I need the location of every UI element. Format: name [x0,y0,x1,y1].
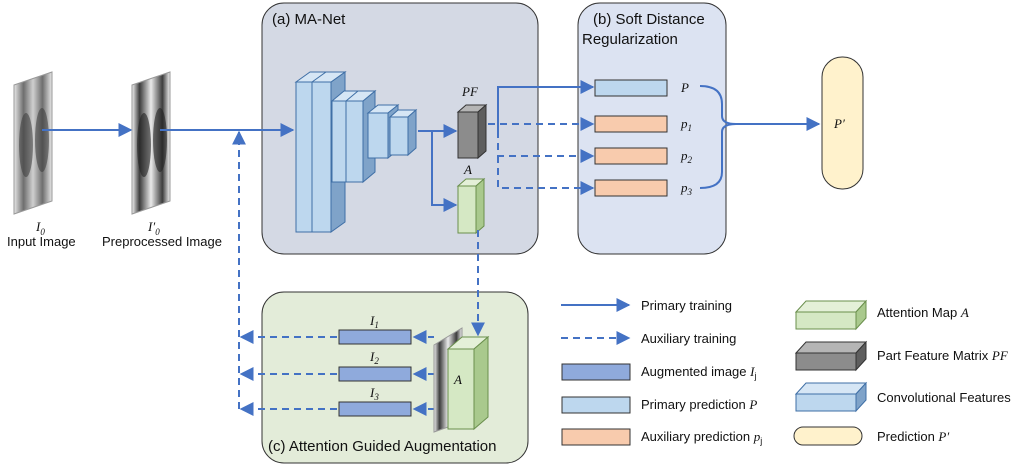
soft-distance-title-2: Regularization [582,31,678,48]
legend-auxiliary-training: Auxiliary training [641,331,736,346]
preprocessed-xray-image [131,71,171,215]
aux-prediction-label-1: p1 [680,116,692,133]
augmented-image-2 [338,366,412,382]
aux-prediction-bar-3 [594,179,668,197]
legend-primary-training: Primary training [641,298,732,313]
legend-primary-pred-swatch [561,396,631,414]
legend-prediction-swatch [793,426,863,446]
legend-part-feature-swatch [794,340,868,372]
aux-prediction-bar-1 [594,115,668,133]
pf-label: PF [461,84,479,99]
augmentation-attention-block [446,335,490,431]
legend-prediction: Prediction P′ [877,429,949,444]
augmented-label-2: I2 [369,349,379,366]
primary-prediction-label: P [680,80,689,95]
legend-aux-pred-swatch [561,428,631,446]
aux-prediction-bar-2 [594,147,668,165]
final-prediction-pill [821,56,864,190]
aux-prediction-label-2: p2 [680,148,693,165]
attention-a-label: A [463,162,472,177]
attention-map-block [456,177,486,235]
legend-auxiliary-prediction: Auxiliary prediction pj [641,429,762,446]
legend-augmented-swatch [561,363,631,381]
soft-distance-title-1: (b) Soft Distance [593,11,705,28]
legend-conv-swatch [794,381,868,413]
part-feature-matrix-block [456,103,488,160]
arrow-pf-to-primary [497,80,595,131]
augmented-image-3 [338,401,412,417]
arrow-conv-to-attention [431,131,458,212]
conv-features-stack [294,71,418,233]
legend-part-feature-matrix: Part Feature Matrix PF [877,348,1009,363]
attention-aug-title: (c) Attention Guided Augmentation [268,438,496,455]
augmentation-attention-label: A [453,372,462,387]
legend-primary-prediction: Primary prediction P [641,397,757,412]
legend-convolutional-features: Convolutional Features [877,390,1011,405]
augmented-label-1: I1 [369,313,379,330]
legend-attention-map: Attention Map A [877,305,969,320]
augmented-image-1 [338,329,412,345]
input-symbol: I0 [35,219,45,237]
input-xray-image [13,71,53,215]
input-caption: Input Image [7,234,76,249]
final-prediction-label: P′ [833,116,845,131]
preprocessed-caption: Preprocessed Image [102,234,222,249]
primary-prediction-bar [594,79,668,97]
legend-augmented-image: Augmented image Ij [641,364,756,381]
ma-net-title: (a) MA-Net [272,11,346,28]
aux-prediction-label-3: p3 [680,180,693,197]
preprocessed-symbol: I′0 [147,219,160,237]
legend-attention-swatch [794,299,868,331]
augmented-label-3: I3 [369,385,379,402]
